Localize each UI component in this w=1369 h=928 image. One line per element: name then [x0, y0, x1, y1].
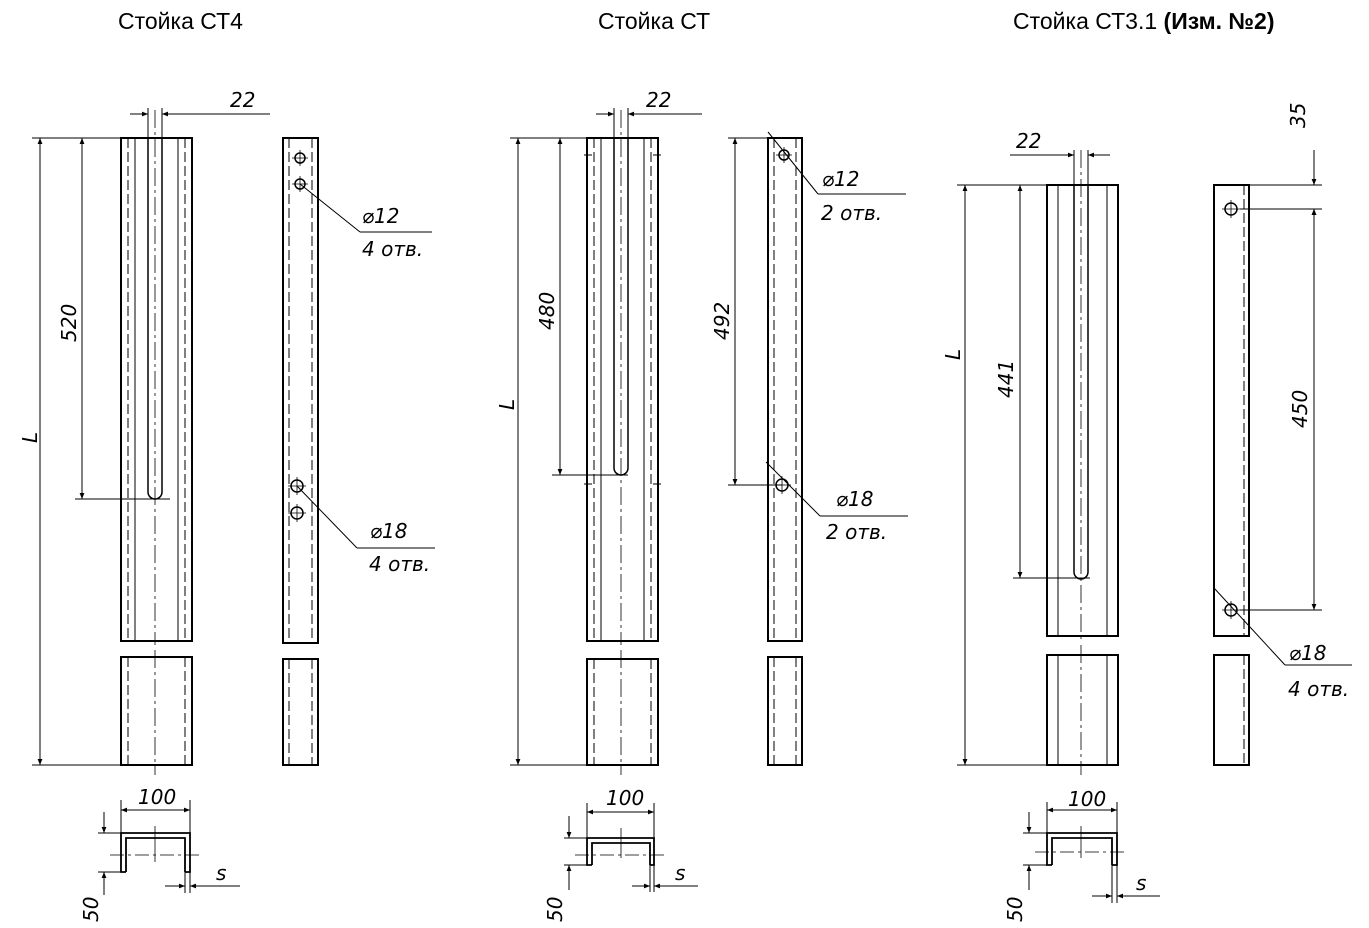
ct4-dim-50: 50	[79, 897, 103, 922]
ct31-profile-section	[1023, 802, 1160, 903]
ct31-dim-100: 100	[1068, 787, 1106, 811]
ct31-dim-L: L	[941, 349, 965, 360]
ct31-dim-50: 50	[1003, 897, 1027, 922]
ct31-label-holes: 4 отв.	[1288, 677, 1349, 701]
ct-dim-s: s	[675, 861, 685, 885]
title-ct31-main: Стойка СТ3.1	[1013, 8, 1158, 34]
title-ct4: Стойка СТ4	[118, 8, 243, 34]
ct-dim-492: 492	[710, 302, 734, 340]
ct-dim-L: L	[495, 399, 519, 410]
ct4-label-phi12: ⌀12	[362, 204, 400, 228]
ct4-dim-22: 22	[230, 88, 255, 112]
ct-dim-480: 480	[535, 292, 559, 330]
ct-dim-100: 100	[606, 786, 644, 810]
ct31-dim-441: 441	[994, 360, 1018, 398]
ct-label-holes-bottom: 2 отв.	[826, 520, 887, 544]
ct31-label-phi18: ⌀18	[1289, 641, 1327, 665]
ct4-dim-s: s	[216, 861, 226, 885]
ct4-profile-section	[98, 800, 240, 895]
ct31-side-view	[1213, 150, 1352, 766]
ct31-dim-35: 35	[1286, 103, 1310, 128]
ct31-dim-s: s	[1136, 871, 1146, 895]
ct4-dimensions	[32, 108, 270, 766]
ct-profile-section	[564, 803, 698, 892]
ct-label-holes-top: 2 отв.	[821, 201, 882, 225]
ct-label-phi18: ⌀18	[836, 487, 874, 511]
title-ct31: Стойка СТ3.1 (Изм. №2)	[1013, 8, 1274, 35]
title-ct: Стойка СТ	[598, 8, 711, 34]
ct4-dim-100: 100	[138, 785, 176, 809]
ct31-front-view	[1046, 150, 1119, 775]
ct4-label-holes-bottom: 4 отв.	[369, 552, 430, 576]
ct31-dim-450: 450	[1288, 390, 1312, 428]
ct4-dim-520: 520	[57, 304, 81, 342]
ct-front-view	[584, 110, 661, 775]
ct-dimensions	[510, 108, 702, 766]
ct31-dimensions	[957, 150, 1110, 766]
ct4-side-view	[282, 137, 435, 766]
ct4-dim-L: L	[18, 432, 42, 443]
ct4-label-holes-top: 4 отв.	[362, 237, 423, 261]
ct-dim-50: 50	[543, 897, 567, 922]
title-ct31-note: (Изм. №2)	[1163, 8, 1275, 34]
ct-label-phi12: ⌀12	[822, 167, 860, 191]
ct-dim-22: 22	[646, 88, 671, 112]
ct-side-view	[728, 131, 908, 766]
ct31-dim-22: 22	[1016, 129, 1041, 153]
ct4-front-view	[120, 110, 193, 775]
ct4-label-phi18: ⌀18	[370, 519, 408, 543]
